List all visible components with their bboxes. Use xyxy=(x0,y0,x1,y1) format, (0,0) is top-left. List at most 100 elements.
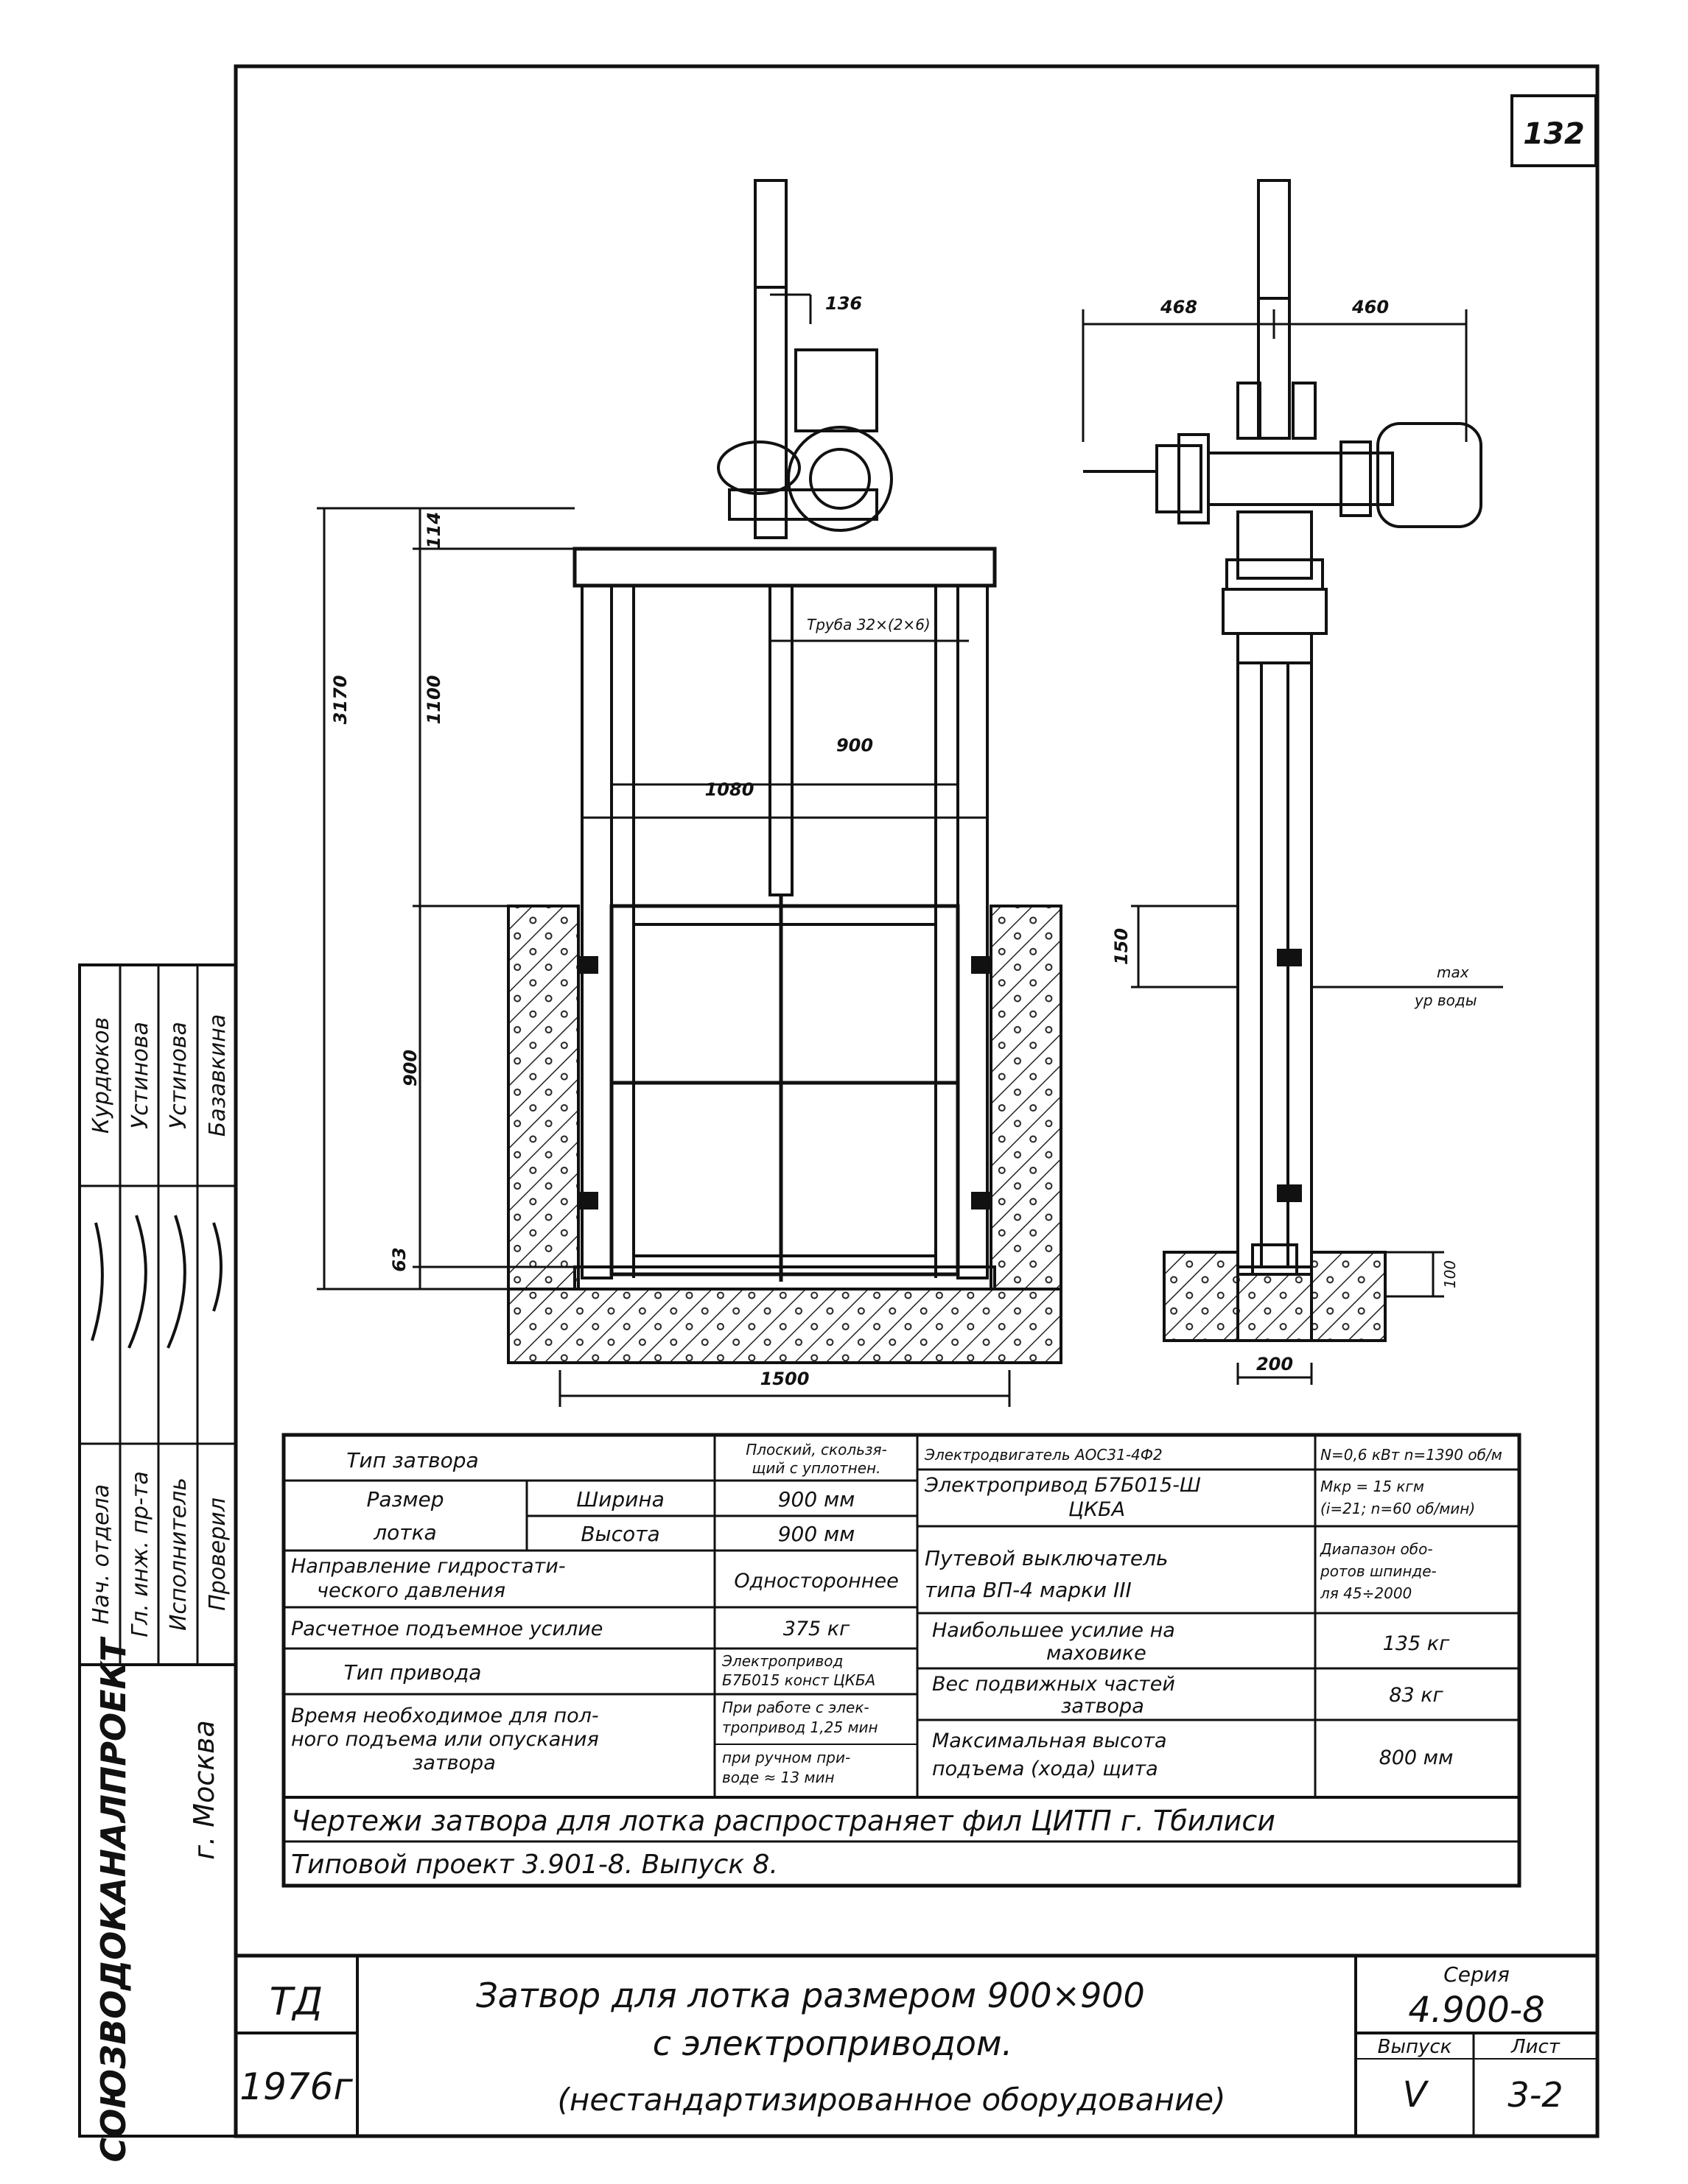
force-label: Расчетное подъемное усилие xyxy=(291,1618,603,1640)
pressure-label-1: Направление гидростати- xyxy=(291,1555,566,1578)
lift-value: 800 мм xyxy=(1379,1746,1454,1769)
side-concrete xyxy=(1163,1251,1387,1342)
time-label-1: Время необходимое для пол- xyxy=(291,1704,599,1727)
size-label-1: Размер xyxy=(366,1487,444,1511)
signature-text: Нач. отдела Гл. инж. пр-та Исполнитель П… xyxy=(88,1014,231,2163)
motor-value: N=0,6 кВт n=1390 об/м xyxy=(1320,1446,1502,1464)
switch-value-1: Диапазон обо- xyxy=(1320,1540,1433,1558)
gate-type-value-1: Плоский, скользя- xyxy=(746,1441,887,1458)
side-dim-text: 468 460 150 200 100 max ур воды xyxy=(1111,297,1477,1374)
dim-63: 63 xyxy=(389,1247,410,1271)
name-4: Базавкина xyxy=(205,1014,231,1137)
gate-type-value-2: щий с уплотнен. xyxy=(752,1459,881,1477)
front-view xyxy=(572,179,997,1291)
size-label-2: лотка xyxy=(373,1520,436,1545)
signature-strip xyxy=(78,963,237,2138)
width-value: 900 мм xyxy=(778,1487,855,1511)
drive-value-1: Электропривод xyxy=(721,1652,843,1670)
title-line-3: (нестандартизированное оборудование) xyxy=(558,2082,1226,2118)
motor-label: Электродвигатель АОС31-4Ф2 xyxy=(924,1446,1163,1464)
side-view xyxy=(1083,179,1482,1276)
lift-label-2: подъема (хода) щита xyxy=(932,1758,1158,1780)
series-label: Серия xyxy=(1443,1962,1510,1987)
drive-label: Тип привода xyxy=(344,1660,482,1685)
pipe-annotation: Труба 32×(2×6) xyxy=(807,616,931,633)
front-dim-text: 136 114 3170 1100 900 1080 900 63 1500 Т… xyxy=(330,293,931,1389)
wheel-label-1: Наибольшее усилие на xyxy=(932,1619,1175,1642)
height-label: Высота xyxy=(581,1522,659,1546)
dim-468: 468 xyxy=(1160,297,1197,317)
height-value: 900 мм xyxy=(778,1522,855,1546)
time-value-2: тропривод 1,25 мин xyxy=(722,1718,878,1736)
switch-value-2: ротов шпинде- xyxy=(1320,1562,1437,1580)
wheel-value: 135 кг xyxy=(1383,1632,1450,1655)
force-value: 375 кг xyxy=(783,1618,850,1640)
title-block xyxy=(236,1953,1597,2136)
dim-200: 200 xyxy=(1256,1354,1293,1374)
sheet-number: 132 xyxy=(1523,117,1585,151)
dim-150: 150 xyxy=(1111,928,1132,965)
dim-3170: 3170 xyxy=(330,675,351,725)
pressure-value: Одностороннее xyxy=(734,1570,898,1593)
role-1: Нач. отдела xyxy=(88,1484,114,1624)
water-max-label: max xyxy=(1437,963,1469,981)
wheel-label-2: маховике xyxy=(1046,1642,1146,1665)
time-value-4: воде ≈ 13 мин xyxy=(722,1769,835,1786)
time-label-3: затвора xyxy=(413,1752,496,1774)
series-value: 4.900-8 xyxy=(1408,1990,1544,2031)
dim-900-width: 900 xyxy=(836,735,873,756)
dim-1080: 1080 xyxy=(705,779,754,800)
role-2: Гл. инж. пр-та xyxy=(127,1471,153,1637)
weight-value: 83 кг xyxy=(1389,1684,1443,1707)
dim-900-height: 900 xyxy=(400,1050,421,1086)
dim-1500: 1500 xyxy=(760,1369,810,1389)
sheet-label: Лист xyxy=(1510,2036,1561,2058)
weight-label-2: затвора xyxy=(1061,1695,1144,1718)
spec-table-text: Тип затвора Плоский, скользя- щий с упло… xyxy=(291,1441,1502,1880)
title-block-text: ТД 1976г Затвор для лотка размером 900×9… xyxy=(239,1962,1563,2118)
name-2: Устинова xyxy=(127,1022,153,1129)
front-dimensions xyxy=(317,293,1011,1407)
eldrive-label-1: Электропривод Б7Б015-Ш xyxy=(924,1474,1201,1497)
switch-value-3: ля 45÷2000 xyxy=(1320,1584,1412,1602)
dim-100: 100 xyxy=(1441,1260,1459,1288)
eldrive-label-2: ЦКБА xyxy=(1068,1498,1125,1521)
note-line-1: Чертежи затвора для лотка распространяет… xyxy=(291,1805,1275,1837)
lift-label-1: Максимальная высота xyxy=(932,1730,1167,1752)
drive-value-2: Б7Б015 конст ЦКБА xyxy=(722,1671,875,1689)
note-line-2: Типовой проект 3.901-8. Выпуск 8. xyxy=(291,1850,778,1880)
dim-460: 460 xyxy=(1351,297,1389,317)
switch-label-2: типа ВП-4 марки III xyxy=(925,1578,1132,1602)
switch-label-1: Путевой выключатель xyxy=(925,1546,1169,1570)
time-label-2: ного подъема или опускания xyxy=(291,1728,599,1751)
side-dimensions xyxy=(1082,309,1503,1385)
org-name: СОЮЗВОДОКАНАЛПРОЕКТ xyxy=(94,1636,133,2163)
signature-marks xyxy=(91,1215,223,1349)
title-line-2: с электроприводом. xyxy=(653,2023,1012,2063)
year-label: 1976г xyxy=(239,2065,353,2108)
spec-table xyxy=(281,1433,1521,1888)
eldrive-value-1: Мкр = 15 кгм xyxy=(1320,1478,1424,1495)
dim-114: 114 xyxy=(424,512,444,549)
issue-label: Выпуск xyxy=(1378,2036,1452,2058)
water-level-label: ур воды xyxy=(1414,991,1477,1009)
title-line-1: Затвор для лотка размером 900×900 xyxy=(476,1976,1145,2015)
front-concrete xyxy=(507,905,1062,1364)
width-label: Ширина xyxy=(576,1487,665,1511)
gate-type-label: Тип затвора xyxy=(346,1448,478,1472)
name-3: Устинова xyxy=(166,1022,192,1129)
time-value-1: При работе с элек- xyxy=(722,1699,869,1716)
sheet-number-box: 132 xyxy=(1510,94,1597,167)
issue-value: V xyxy=(1403,2074,1429,2115)
pressure-label-2: ческого давления xyxy=(317,1579,505,1602)
name-1: Курдюков xyxy=(88,1017,114,1134)
role-4: Проверил xyxy=(205,1497,231,1611)
sheet-value: 3-2 xyxy=(1507,2075,1563,2115)
time-value-3: при ручном при- xyxy=(722,1749,850,1766)
role-3: Исполнитель xyxy=(166,1478,192,1631)
eldrive-value-2: (i=21; n=60 об/мин) xyxy=(1320,1500,1475,1517)
td-label: ТД xyxy=(270,1980,323,2024)
city: г. Москва xyxy=(188,1720,220,1860)
weight-label-1: Вес подвижных частей xyxy=(932,1673,1175,1696)
